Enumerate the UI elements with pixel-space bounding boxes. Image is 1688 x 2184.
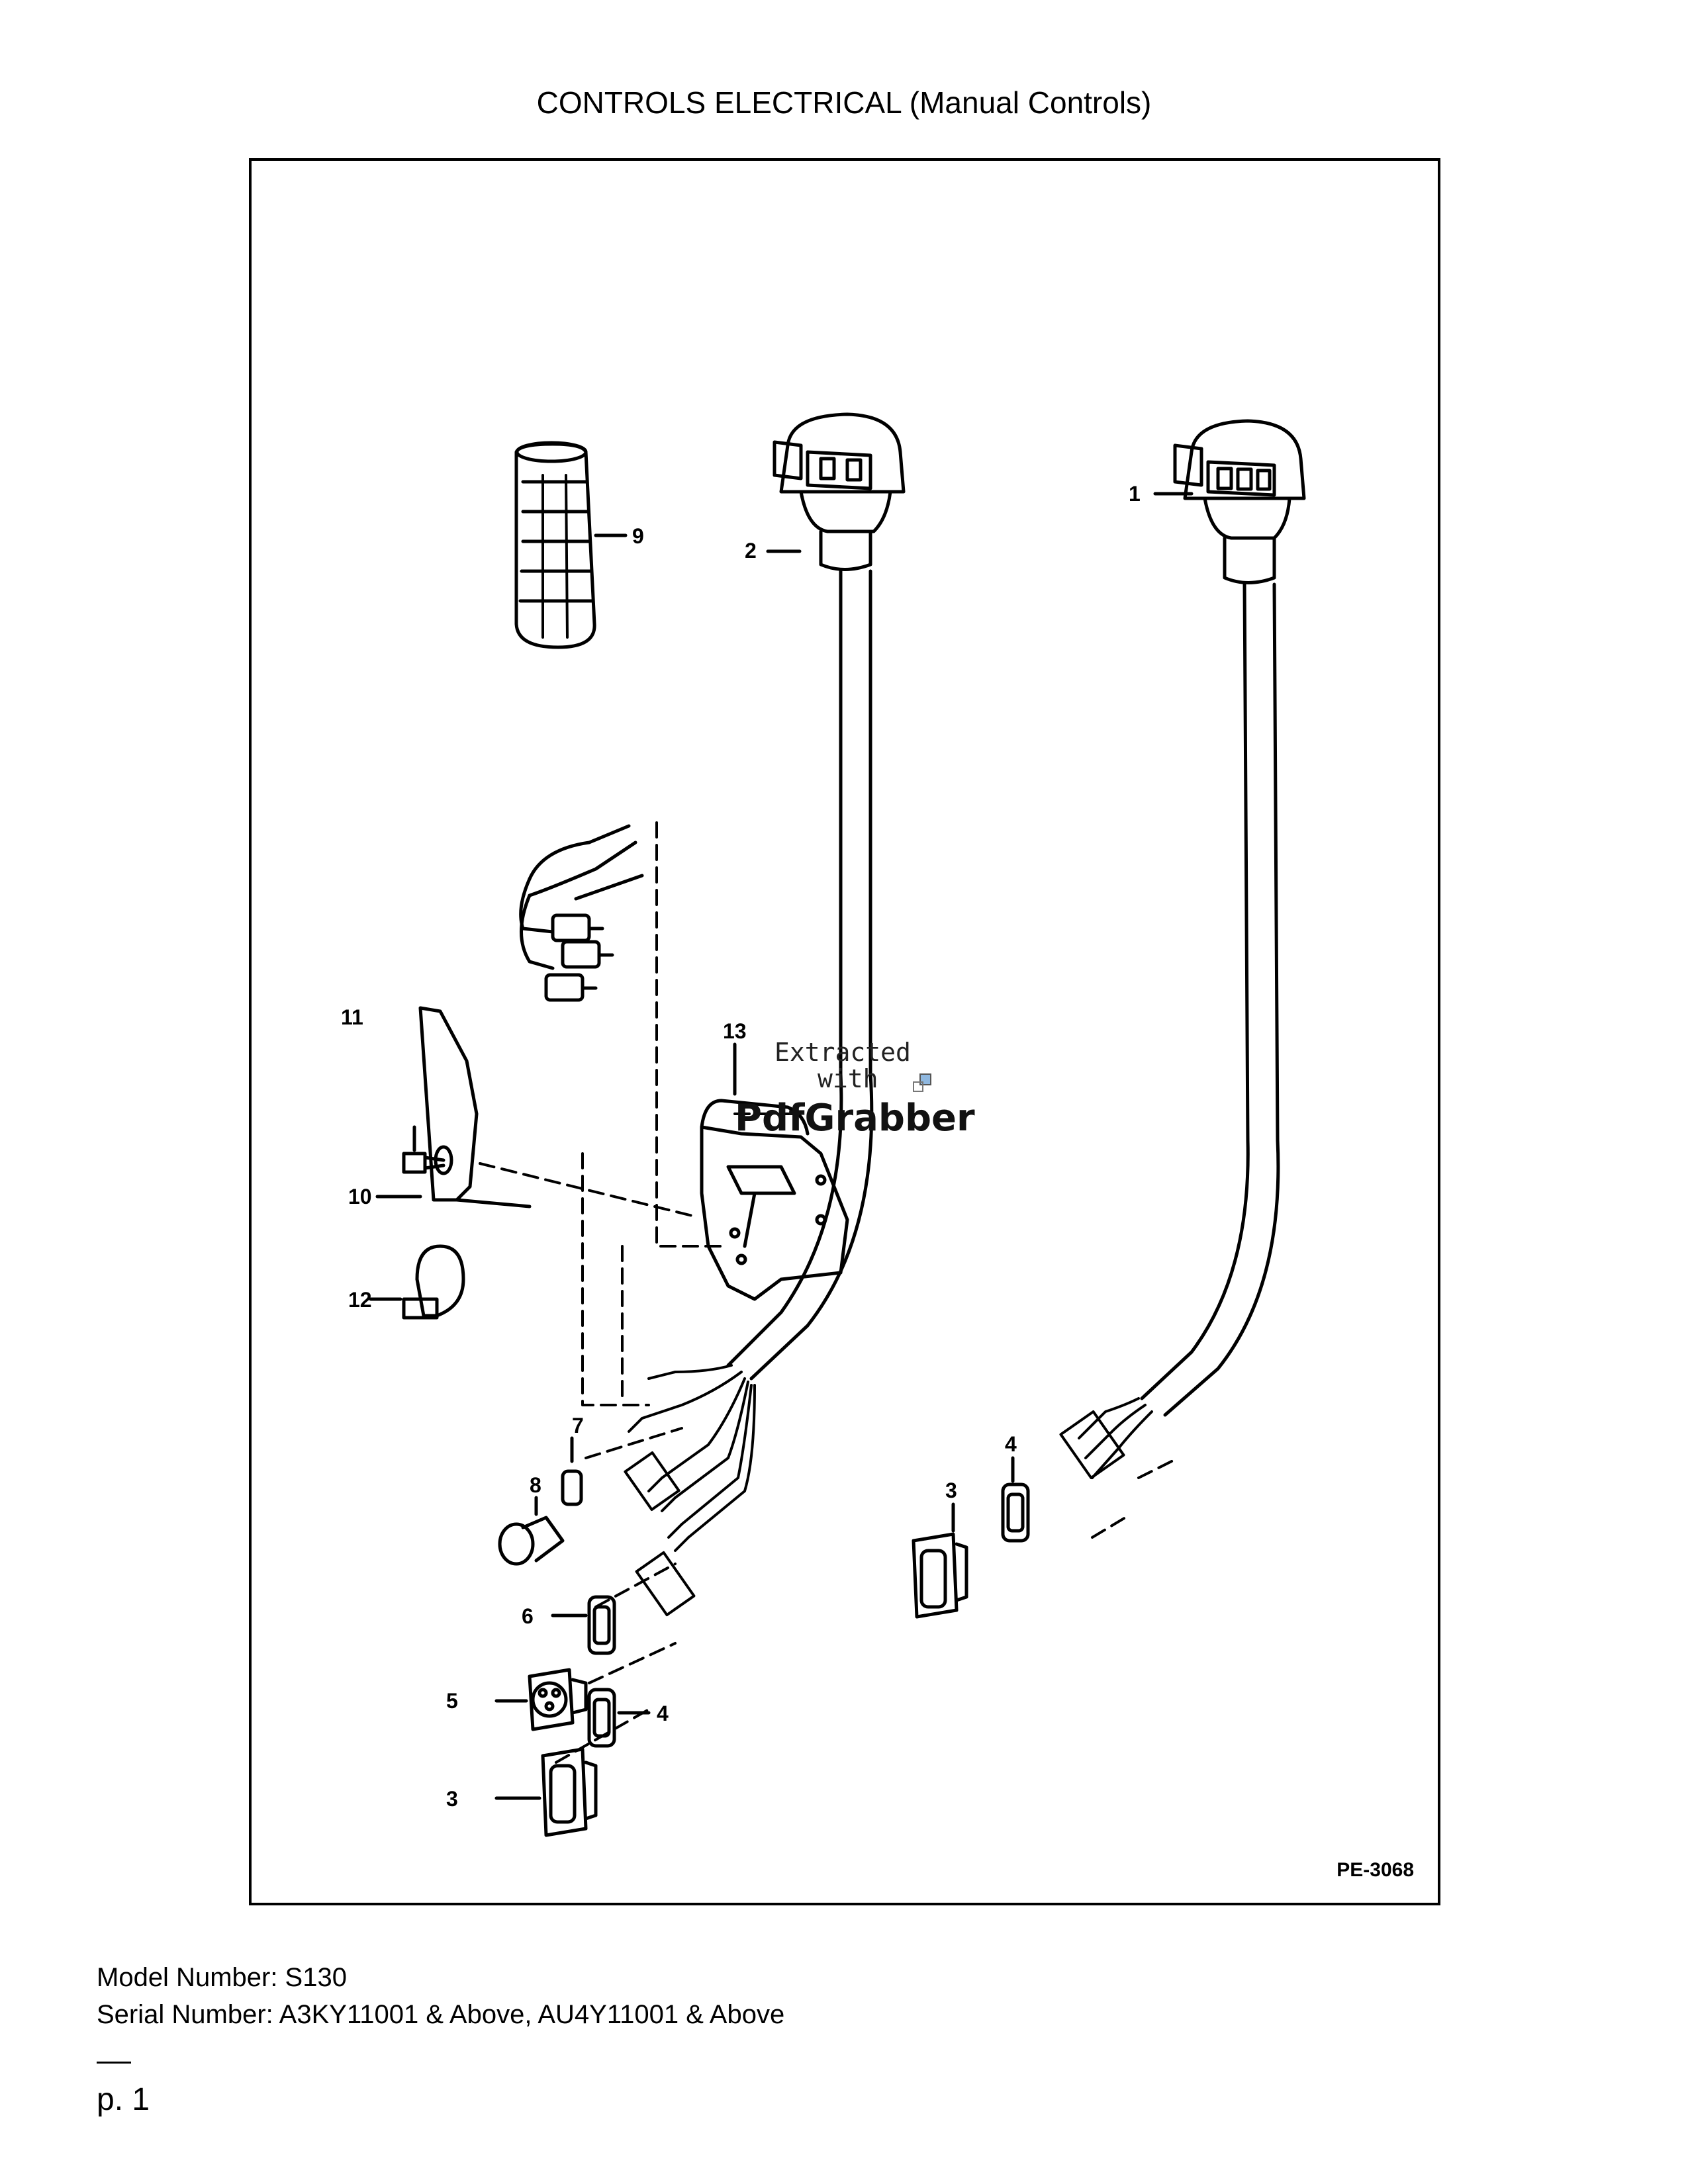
callout-9: 9	[632, 524, 644, 548]
callout-11: 11	[341, 1005, 363, 1029]
large-connector-part-left	[494, 1747, 598, 1837]
callout-2: 2	[745, 539, 757, 563]
page-title: CONTROLS ELECTRICAL (Manual Controls)	[536, 85, 1152, 120]
parts-diagram: 1 2 9 13 11 10 12 7 8 6 5 4 3 4 3 Extrac…	[341, 412, 1306, 1837]
connector-part-4-left	[587, 1688, 651, 1748]
round-connector-part	[494, 1668, 588, 1731]
model-info: Model Number: S130 Serial Number: A3KY11…	[97, 1959, 784, 2033]
callout-3-left: 3	[446, 1787, 458, 1811]
callout-6: 6	[522, 1604, 534, 1628]
small-plug-part	[498, 1496, 565, 1566]
right-harness-bundle	[1059, 1397, 1153, 1479]
callout-13: 13	[723, 1019, 747, 1043]
callout-1: 1	[1129, 482, 1141, 506]
left-harness-bundle	[624, 1364, 756, 1617]
watermark-line-2: with	[818, 1064, 878, 1093]
connector-part-6	[551, 1595, 616, 1655]
callout-4-left: 4	[657, 1702, 669, 1725]
watermark-logo-icon	[919, 1073, 931, 1085]
callout-5: 5	[446, 1689, 458, 1713]
mounting-bracket	[700, 1042, 849, 1301]
callout-4-right: 4	[1005, 1432, 1017, 1456]
page-rule	[97, 2062, 131, 2064]
callout-labels: 1 2 9 13 11 10 12 7 8 6 5 4 3 4 3	[341, 482, 1141, 1811]
pdfgrabber-watermark: Extracted with PdfGrabber	[735, 1038, 975, 1140]
parts-diagram-frame: 1 2 9 13 11 10 12 7 8 6 5 4 3 4 3 Extrac…	[249, 158, 1440, 1905]
figure-code: PE-3068	[1336, 1859, 1414, 1881]
right-joystick-handle	[1153, 419, 1306, 1142]
connector-part-4-right	[1001, 1456, 1030, 1543]
screw-part	[402, 1125, 445, 1174]
left-cable	[726, 1072, 874, 1381]
callout-8: 8	[530, 1473, 541, 1497]
callout-12: 12	[348, 1288, 372, 1312]
watermark-line-1: Extracted	[774, 1038, 911, 1067]
switch-plate	[375, 1006, 532, 1208]
cable-tie-part	[369, 1244, 465, 1320]
small-connector-part	[561, 1436, 583, 1506]
right-cable	[1140, 1138, 1280, 1417]
model-number: Model Number: S130	[97, 1963, 347, 1992]
hand-grip-part	[514, 441, 628, 649]
switch-wire-assembly	[519, 824, 644, 1002]
left-joystick-handle	[766, 412, 906, 1076]
callout-3-right: 3	[945, 1479, 957, 1502]
watermark-brand: PdfGrabber	[735, 1097, 975, 1140]
callout-7: 7	[572, 1414, 584, 1437]
serial-number: Serial Number: A3KY11001 & Above, AU4Y11…	[97, 2000, 785, 2029]
page-number: p. 1	[97, 2082, 150, 2117]
callout-10: 10	[348, 1185, 372, 1208]
large-connector-part-right	[912, 1502, 968, 1619]
